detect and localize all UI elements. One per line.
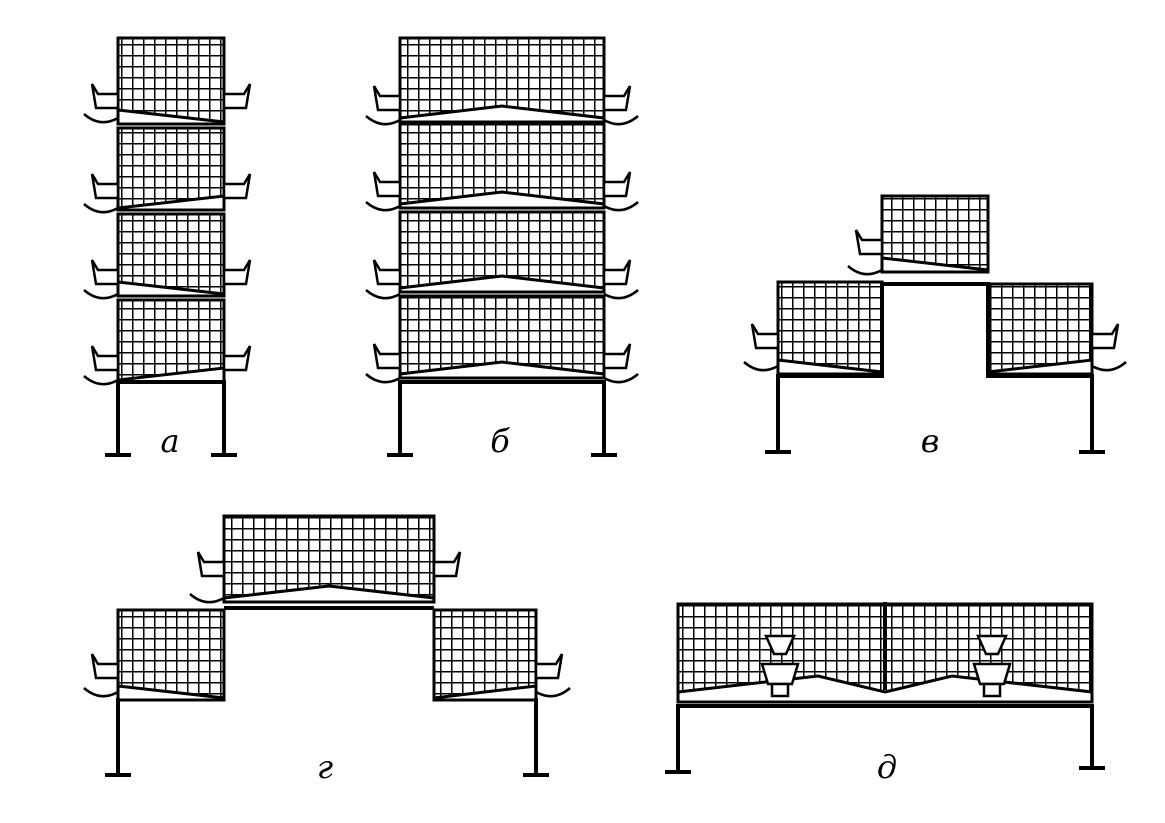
feed-trough-left xyxy=(372,343,402,370)
feeder-pan xyxy=(972,662,1012,686)
feed-trough-right xyxy=(602,171,632,198)
cage-tier xyxy=(116,298,226,384)
hanging-feeder xyxy=(972,634,1012,698)
hanging-feeder xyxy=(760,634,800,698)
egg-gutter xyxy=(603,115,639,126)
feed-trough-right xyxy=(222,83,252,110)
feed-trough-left xyxy=(372,171,402,198)
cage-floor xyxy=(398,274,606,294)
egg-gutter xyxy=(535,687,571,698)
egg-gutter xyxy=(365,201,401,212)
feeder-base xyxy=(982,682,1002,698)
caption-b: б xyxy=(490,422,510,460)
caption-v: в xyxy=(921,422,940,460)
feed-trough-left xyxy=(750,323,780,350)
feeder-hopper xyxy=(764,634,796,656)
cage-tier xyxy=(398,210,606,294)
cage-floor xyxy=(222,584,436,604)
feed-trough-right xyxy=(432,551,462,578)
caption-g: г xyxy=(317,748,333,786)
feed-trough-right xyxy=(1090,323,1120,350)
feeder-pan xyxy=(760,662,800,686)
feed-trough-right xyxy=(222,345,252,372)
cage-mesh xyxy=(986,282,1094,376)
feed-trough-right xyxy=(602,85,632,112)
egg-gutter xyxy=(83,289,119,300)
feed-trough-left xyxy=(372,259,402,286)
feed-trough-right xyxy=(534,653,564,680)
cage-tier xyxy=(986,282,1094,376)
cage-floor xyxy=(398,360,606,380)
cage-tier xyxy=(116,36,226,126)
caption-a: а xyxy=(160,422,179,460)
cage-mesh xyxy=(432,608,538,702)
caption-d: д xyxy=(877,748,897,786)
egg-gutter xyxy=(365,115,401,126)
feed-trough-left xyxy=(90,173,120,200)
feed-trough-left xyxy=(196,551,226,578)
feed-trough-left xyxy=(90,83,120,110)
egg-gutter xyxy=(603,201,639,212)
egg-gutter xyxy=(83,203,119,214)
panel-g-stepped-double-battery xyxy=(83,514,571,777)
egg-gutter xyxy=(189,593,225,604)
egg-gutter xyxy=(83,375,119,386)
cage-mesh xyxy=(116,126,226,212)
panel-b-double-vertical-battery xyxy=(365,36,639,457)
cage-tier xyxy=(116,212,226,298)
egg-gutter xyxy=(603,289,639,300)
cage-tier xyxy=(398,122,606,210)
egg-gutter xyxy=(365,289,401,300)
cage-tier xyxy=(880,194,990,274)
feed-trough-right xyxy=(222,173,252,200)
panel-a-vertical-battery xyxy=(83,36,252,457)
cage-tier xyxy=(432,608,538,702)
cage-tier xyxy=(776,280,884,376)
cage-tier xyxy=(398,36,606,124)
feed-trough-right xyxy=(222,259,252,286)
feeder-hopper xyxy=(976,634,1008,656)
feed-trough-right xyxy=(602,259,632,286)
feeder-base xyxy=(770,682,790,698)
cage-mesh xyxy=(116,36,226,126)
cage-floor xyxy=(880,256,990,274)
egg-gutter xyxy=(83,687,119,698)
cage-floor xyxy=(116,684,226,702)
feed-trough-left xyxy=(90,345,120,372)
panel-d-flat-deck-battery xyxy=(665,602,1105,774)
egg-gutter xyxy=(847,265,883,276)
cage-mesh xyxy=(776,280,884,376)
cage-tier xyxy=(398,294,606,380)
egg-gutter xyxy=(365,373,401,384)
egg-gutter xyxy=(603,373,639,384)
egg-gutter xyxy=(1091,361,1127,372)
panel-v-stepped-battery xyxy=(743,194,1127,454)
feed-trough-left xyxy=(372,85,402,112)
egg-gutter xyxy=(743,361,779,372)
feed-trough-left xyxy=(854,229,884,256)
cage-floor xyxy=(116,280,226,298)
cage-tier xyxy=(116,126,226,212)
cage-tier xyxy=(116,608,226,702)
feed-trough-right xyxy=(602,343,632,370)
feed-trough-left xyxy=(90,653,120,680)
egg-gutter xyxy=(83,113,119,124)
feed-trough-left xyxy=(90,259,120,286)
cage-tier xyxy=(222,514,436,604)
